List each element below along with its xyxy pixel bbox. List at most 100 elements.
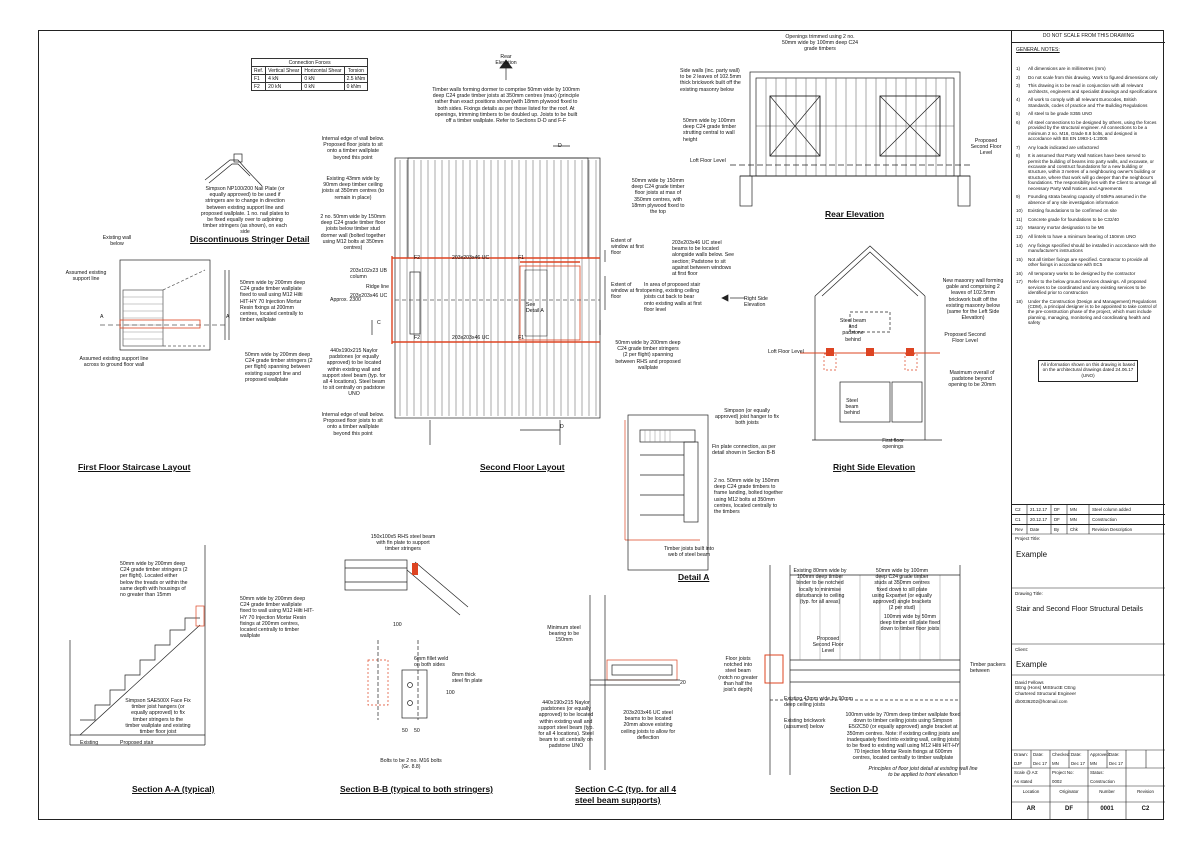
note-bb-100: 100 bbox=[393, 622, 402, 628]
label-a: A bbox=[226, 314, 230, 320]
note-timber-joists-web: Timber joists built into web of steel be… bbox=[664, 546, 714, 559]
note-ff-openings: First floor openings bbox=[882, 438, 904, 451]
note-ff-stringers: 50mm wide by 200mm deep C24 grade timber… bbox=[245, 352, 313, 383]
note-number: 6) bbox=[1016, 119, 1021, 125]
note-number: 10) bbox=[1016, 208, 1023, 214]
note-number: 7) bbox=[1016, 144, 1021, 150]
note-text: Refer to the below ground services drawi… bbox=[1028, 279, 1147, 295]
note-rear-elevation-marker: Rear Elevation bbox=[495, 54, 517, 67]
project-title-label: Project Title: bbox=[1015, 536, 1041, 541]
general-notes-heading: GENERAL NOTES: bbox=[1016, 47, 1060, 53]
note-text: All temporary works to be designed by th… bbox=[1028, 270, 1136, 276]
cf-cell: F2 bbox=[250, 82, 267, 91]
note-aa-simpson: Simpson SAE500X Face Fix timber joist ha… bbox=[125, 698, 191, 736]
note-aa-existing: Existing bbox=[80, 740, 99, 746]
note-steel-behind: Steel beam behind bbox=[844, 398, 860, 417]
note-two-no-50mm: 2 no. 50mm wide by 150mm deep C24 grade … bbox=[320, 214, 386, 252]
drawn-label: Drawn: bbox=[1014, 752, 1028, 757]
section-bb bbox=[344, 559, 469, 720]
rev-cell: DF bbox=[1054, 507, 1060, 512]
note-number: 13) bbox=[1016, 234, 1023, 239]
connection-forces-caption: Connection Forces bbox=[250, 58, 369, 67]
list-item: 10)Existing foundations to be confirmed … bbox=[1016, 208, 1159, 213]
number-label: Number bbox=[1099, 789, 1115, 794]
engineer-role: Chartered Structural Engineer bbox=[1015, 690, 1077, 696]
label-uc: 203x203x46 UC bbox=[452, 255, 490, 261]
note-aa-proposed: Proposed stair bbox=[120, 740, 154, 746]
note-internal-edge-bottom: Internal edge of wall below. Proposed fl… bbox=[321, 412, 385, 437]
table-row: C1 20.12.17 DF MN Construction bbox=[1012, 515, 1165, 525]
note-floor-joists-150: 50mm wide by 150mm deep C24 grade timber… bbox=[631, 178, 685, 216]
note-bb-weld: 6mm fillet weld on both sides bbox=[414, 656, 449, 669]
rev-header: Date bbox=[1030, 527, 1040, 532]
note-proposed-sfl: Proposed Second Floor Level bbox=[970, 138, 1002, 157]
rev-grid bbox=[1012, 504, 1165, 820]
title-section-cc-2: steel beam supports) bbox=[575, 795, 661, 805]
note-bb-rhs: 150x100x5 RHS steel beam with fin plate … bbox=[370, 534, 436, 553]
drawing-sheet bbox=[38, 30, 1164, 820]
location-value: AR bbox=[1026, 806, 1036, 812]
note-existing-43mm: Existing 43mm wide by 90mm deep timber c… bbox=[321, 176, 385, 201]
note-number: 3) bbox=[1016, 83, 1021, 89]
approved-label: Approved: bbox=[1090, 752, 1111, 757]
note-text: Any fixings specified should be installe… bbox=[1028, 242, 1156, 253]
cf-cell: 2.5 kNm bbox=[343, 74, 369, 83]
general-notes-list: 1)All dimensions are in millimetres (mm)… bbox=[1016, 66, 1159, 329]
title-right-side-elevation: Right Side Elevation bbox=[833, 462, 916, 472]
note-side-walls: Side walls (inc. party wall) to be 2 lea… bbox=[680, 68, 742, 93]
note-bb-50b: 50 bbox=[414, 728, 420, 734]
list-item: 7)Any loads indicated are unfactored bbox=[1016, 145, 1159, 150]
note-internal-edge-top: Internal edge of wall below. Proposed fl… bbox=[321, 136, 385, 161]
list-item: 11)Concrete grade for foundations to be … bbox=[1016, 217, 1159, 222]
note-stair-opening: In area of proposed stair opening, exist… bbox=[644, 282, 702, 313]
note-dd-brickwork: Existing brickwork (assumed) below bbox=[784, 718, 826, 731]
cf-cell: 0 kNm bbox=[343, 82, 369, 91]
label-f1: F1 bbox=[518, 255, 525, 261]
rev-cell: MN bbox=[1070, 517, 1077, 522]
rev-cell: MN bbox=[1070, 507, 1077, 512]
engineer-name: David Fellows bbox=[1015, 680, 1044, 685]
title-first-floor-staircase: First Floor Staircase Layout bbox=[78, 462, 191, 472]
drawn-date: Dec 17 bbox=[1033, 761, 1047, 766]
table-row: F1 4 kN 0 kN 2.5 kNm bbox=[250, 74, 369, 83]
project-title: Example bbox=[1016, 550, 1048, 559]
list-item: 3)This drawing is to be read in conjunct… bbox=[1016, 83, 1159, 94]
drawing-title-label: Drawing Title: bbox=[1015, 591, 1043, 596]
note-text: All dimensions are in millimetres (mm) bbox=[1028, 66, 1106, 71]
client-name: Example bbox=[1016, 660, 1048, 669]
note-uc-beams: 203x203x46 UC steel beams to be located … bbox=[672, 240, 735, 278]
note-dd-principles: Principles of floor joist detail at exis… bbox=[868, 766, 978, 779]
cf-cell: 4 kN bbox=[265, 74, 303, 83]
rev-cell: 21.12.17 bbox=[1030, 507, 1048, 512]
title-section-dd: Section D-D bbox=[830, 784, 879, 794]
cf-header: Vertical Shear bbox=[265, 66, 303, 75]
note-number: 12) bbox=[1016, 225, 1023, 231]
table-row: F2 20 kN 0 kN 0 kNm bbox=[250, 82, 369, 91]
note-text: Do not scale from this drawing. Work to … bbox=[1028, 74, 1158, 80]
rev-header: Revision Description bbox=[1092, 527, 1133, 532]
number-value: 0001 bbox=[1100, 806, 1114, 812]
rev-header: Rev bbox=[1015, 527, 1023, 532]
title-detail-a: Detail A bbox=[678, 572, 710, 582]
note-bb-fin: 8mm thick steel fin plate bbox=[452, 672, 483, 685]
label-f2: F2 bbox=[414, 255, 421, 261]
note-number: 15) bbox=[1016, 256, 1023, 262]
label-uc: 203x203x46 UC bbox=[452, 335, 490, 341]
list-item: 14)Any fixings specified should be insta… bbox=[1016, 243, 1159, 254]
rev-cell: DF bbox=[1054, 517, 1060, 522]
title-rear-elevation: Rear Elevation bbox=[825, 209, 885, 219]
note-new-masonry: New masonry wall forming gable and compr… bbox=[942, 278, 1004, 322]
note-text: All lintels to have a minimum bearing of… bbox=[1028, 234, 1136, 239]
note-naylor: 440x190x215 Naylor padstones (or equally… bbox=[322, 348, 386, 398]
checked-value: MN bbox=[1052, 761, 1059, 766]
note-max-overall: Maximum overall of padstone beyond openi… bbox=[948, 370, 996, 389]
label-a: A bbox=[100, 314, 104, 320]
rear-elevation bbox=[730, 71, 971, 207]
note-openings-trimmed: Openings trimmed using 2 no. 50mm wide b… bbox=[781, 34, 859, 53]
note-number: 11) bbox=[1016, 216, 1023, 222]
cf-header: Torsion bbox=[343, 66, 369, 75]
note-timber-walls: Timber walls forming dormer to comprise … bbox=[432, 87, 580, 125]
note-see-detail-a: See Detail A bbox=[526, 302, 544, 315]
section-cc bbox=[589, 595, 680, 770]
